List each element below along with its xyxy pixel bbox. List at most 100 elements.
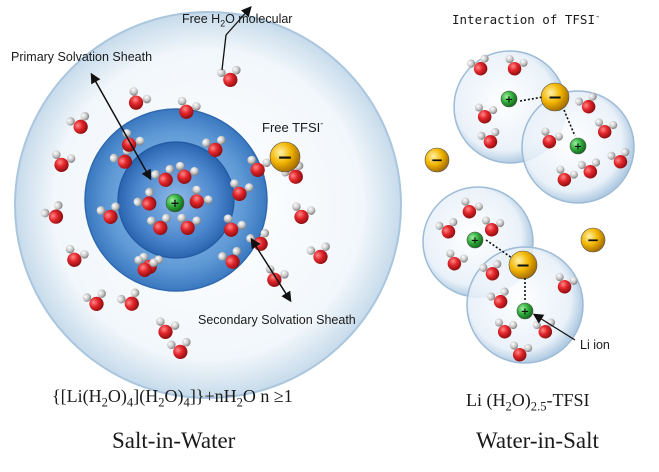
hydrogen-atom [40, 208, 50, 218]
hydrogen-atom [474, 202, 483, 211]
hydrogen-atom [591, 158, 601, 167]
hydrogen-atom [182, 337, 191, 347]
hydrogen-atom [524, 343, 533, 353]
oxygen-atom [158, 172, 173, 187]
water-molecule [66, 111, 90, 134]
hydrogen-atom [461, 197, 470, 206]
label-li-ion: Li ion [580, 338, 610, 352]
hydrogen-atom [65, 244, 75, 254]
hydrogen-atom [459, 254, 468, 263]
left-ions: +− [165, 141, 301, 213]
water-molecule [147, 213, 171, 235]
hydrogen-atom [569, 276, 578, 285]
free-tfsi-anion: − [269, 141, 301, 173]
oxygen-atom [512, 348, 527, 362]
label-interaction-tfsi: Interaction of TFSI- [452, 11, 601, 27]
li-ion-cluster-3-sign: + [471, 235, 479, 246]
free-tfsi-right-1-sign: − [431, 151, 444, 169]
oxygen-atom [208, 142, 223, 157]
oxygen-atom [538, 325, 553, 339]
arrow-li-ion [532, 313, 576, 341]
hydrogen-atom [519, 58, 528, 67]
hydrogen-atom [489, 105, 498, 115]
hydrogen-atom [80, 111, 90, 121]
water-molecule [446, 249, 468, 271]
water-molecule [247, 155, 271, 177]
water-molecule [189, 185, 213, 209]
hydrogen-atom [111, 202, 120, 211]
formula-salt-in-water: {[Li(H2O)4](H2O)4]}+nH2O n ≥1 [52, 386, 293, 410]
hydrogen-atom [129, 87, 139, 96]
water-molecule [230, 179, 254, 201]
oxygen-atom [267, 272, 282, 287]
label-free-water: Free H2O molecular [182, 12, 293, 29]
salt-in-water-panel: +− [14, 11, 402, 399]
annotation-arrows [90, 6, 576, 341]
oxygen-atom [67, 252, 82, 267]
water-molecule [96, 202, 120, 224]
hydrogen-atom [449, 218, 458, 227]
free-tfsi-right-2: − [580, 227, 606, 253]
caption-salt-in-water: Salt-in-Water [112, 428, 236, 453]
oxygen-atom [158, 324, 173, 339]
water-molecule [494, 318, 518, 339]
hydrogen-atom [244, 183, 254, 192]
oxygen-atom [441, 224, 456, 239]
tfsi-anion-cluster-1: − [540, 82, 570, 112]
hydrogen-atom [474, 103, 484, 112]
hydrogen-atom [479, 263, 488, 272]
oxygen-atom [142, 196, 157, 211]
free-tfsi-anion-sign: − [277, 147, 293, 168]
oxygen-atom [103, 209, 118, 224]
hydrogen-atom [509, 341, 519, 350]
hydrogen-atom [493, 260, 502, 269]
hydrogen-atom [202, 138, 211, 148]
hydrogen-atom [546, 318, 556, 327]
water-in-salt-panel: +−++−+−− [422, 50, 635, 364]
hydrogen-atom [192, 185, 201, 195]
water-molecule [556, 165, 578, 187]
oxygen-atom [224, 222, 239, 237]
water-molecule [435, 218, 458, 239]
oxygen-atom [232, 186, 247, 201]
oxygen-atom [497, 325, 512, 339]
arrow-free-water [225, 6, 252, 36]
label-primary-sheath: Primary Solvation Sheath [11, 50, 153, 64]
water-molecule [505, 55, 528, 76]
formula-water-in-salt: Li (H2O)2.5-TFSI [466, 390, 590, 414]
water-molecule [594, 118, 618, 139]
hydrogen-atom [156, 317, 165, 326]
hydrogen-atom [217, 135, 226, 145]
hydrogen-atom [223, 214, 233, 224]
water-molecule [202, 135, 226, 157]
oxygen-atom [250, 162, 265, 177]
right-ions: +−++−+−− [424, 82, 606, 320]
water-molecule [218, 246, 242, 269]
water-molecule [133, 187, 157, 211]
hydrogen-atom [80, 250, 89, 259]
hydrogen-atom [607, 151, 616, 160]
hydrogen-atom [177, 213, 186, 223]
label-free-tfsi: Free TFSI- [262, 118, 324, 135]
hydrogen-atom [66, 154, 76, 163]
right-water-molecules [435, 54, 630, 362]
water-molecule [117, 288, 140, 311]
hydrogen-atom [621, 148, 630, 157]
label-secondary-sheath: Secondary Solvation Sheath [198, 313, 356, 327]
hydrogen-atom [588, 92, 597, 101]
hydrogen-atom [505, 55, 514, 64]
hydrogen-atom [509, 320, 518, 330]
hydrogen-atom [82, 293, 92, 302]
hydrogen-atom [96, 206, 106, 215]
oxygen-atom [613, 154, 628, 169]
hydrogen-atom [500, 287, 509, 296]
water-molecule [167, 337, 191, 359]
water-molecule [134, 255, 158, 277]
hydrogen-atom [133, 197, 143, 207]
hydrogen-atom [306, 206, 316, 215]
hydrogen-atom [609, 120, 618, 130]
hydrogen-atom [435, 221, 444, 230]
hydrogen-atom [230, 179, 239, 188]
hydrogen-atom [556, 165, 565, 174]
hydrogen-atom [177, 96, 187, 106]
